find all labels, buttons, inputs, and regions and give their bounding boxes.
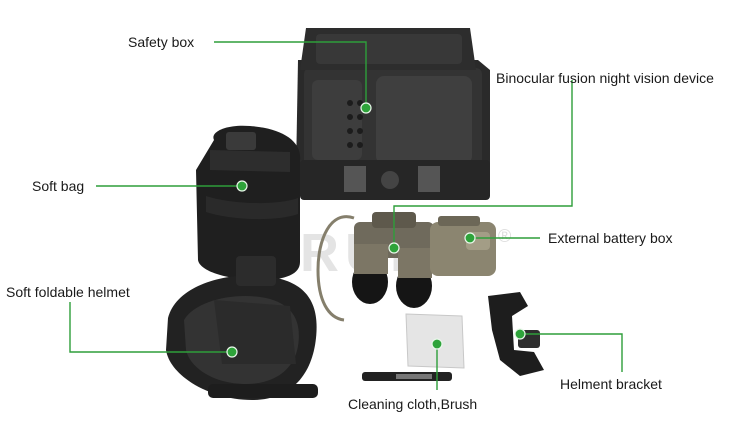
safety-box-label: Safety box <box>128 34 195 50</box>
bracket-label: Helment bracket <box>560 376 662 392</box>
night-vision-device-image <box>316 212 434 322</box>
callout-dots <box>226 102 526 358</box>
cleaning-kit-image <box>362 313 465 381</box>
helmet-label: Soft foldable helmet <box>6 284 130 300</box>
soft-bag-label: Soft bag <box>32 178 85 194</box>
soft-bag-image <box>196 125 301 280</box>
binocular-callout-line <box>393 80 573 248</box>
battery-box-label: External battery box <box>548 230 673 246</box>
binocular-device-label: Binocular fusion night vision device <box>496 70 714 86</box>
cleaning-kit-label: Cleaning cloth,Brush <box>348 396 478 412</box>
callout-lines <box>69 41 623 390</box>
battery-box-image <box>430 216 496 276</box>
helmet-image <box>166 256 318 400</box>
watermark-registered-mark: ® <box>498 226 512 246</box>
safety-box-callout-line <box>214 41 367 108</box>
bracket-callout-line <box>520 333 623 372</box>
safety-box-image <box>296 28 490 200</box>
helmet-callout-line <box>69 302 232 353</box>
